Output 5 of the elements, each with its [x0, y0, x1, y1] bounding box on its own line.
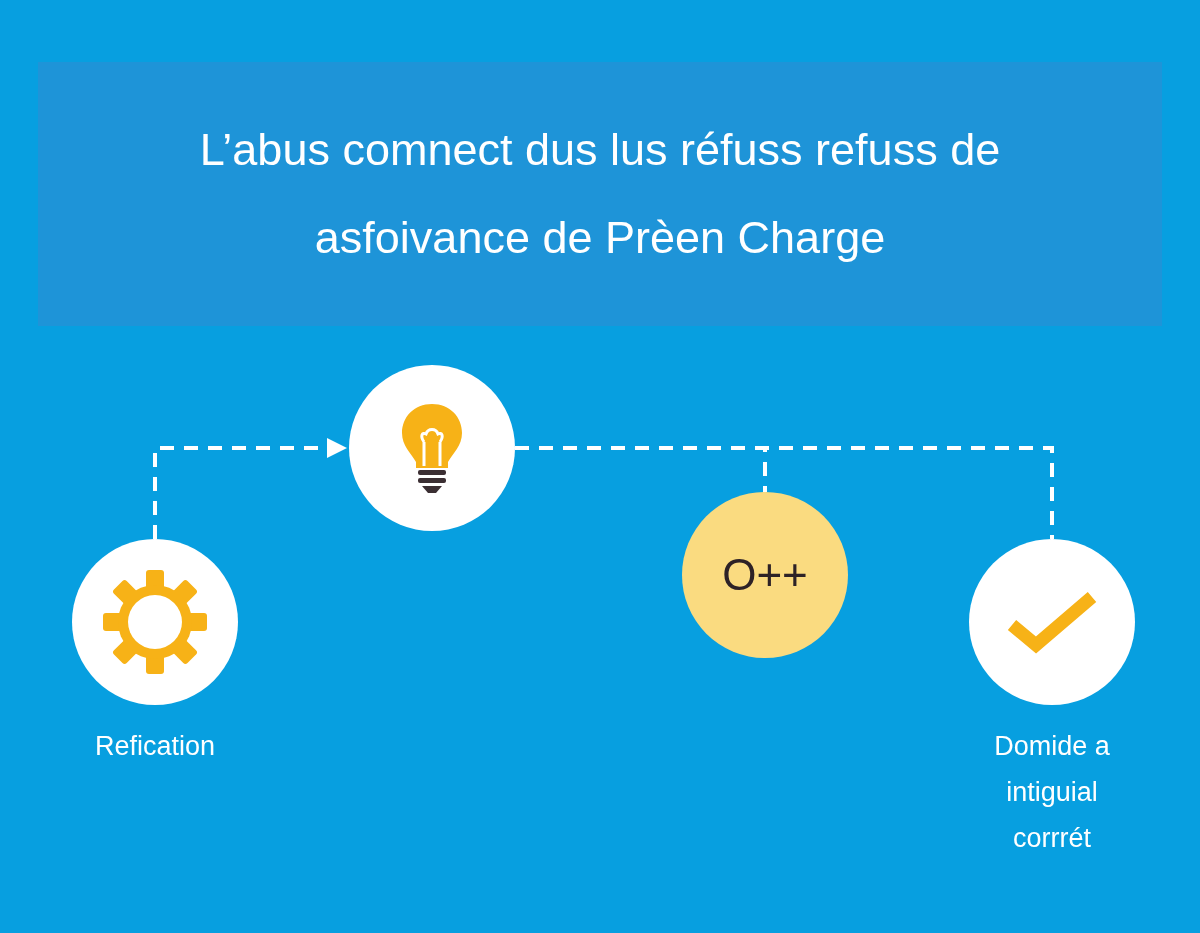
step-caption: Domide a intiguial corrrét: [993, 730, 1111, 855]
title: L’abus comnect dus lus réfuss refuss de asfoivance de Prèen Charge: [198, 123, 1002, 265]
step-caption: Refication: [93, 730, 217, 763]
step-label: O++: [722, 549, 808, 601]
arrow: [153, 438, 347, 539]
